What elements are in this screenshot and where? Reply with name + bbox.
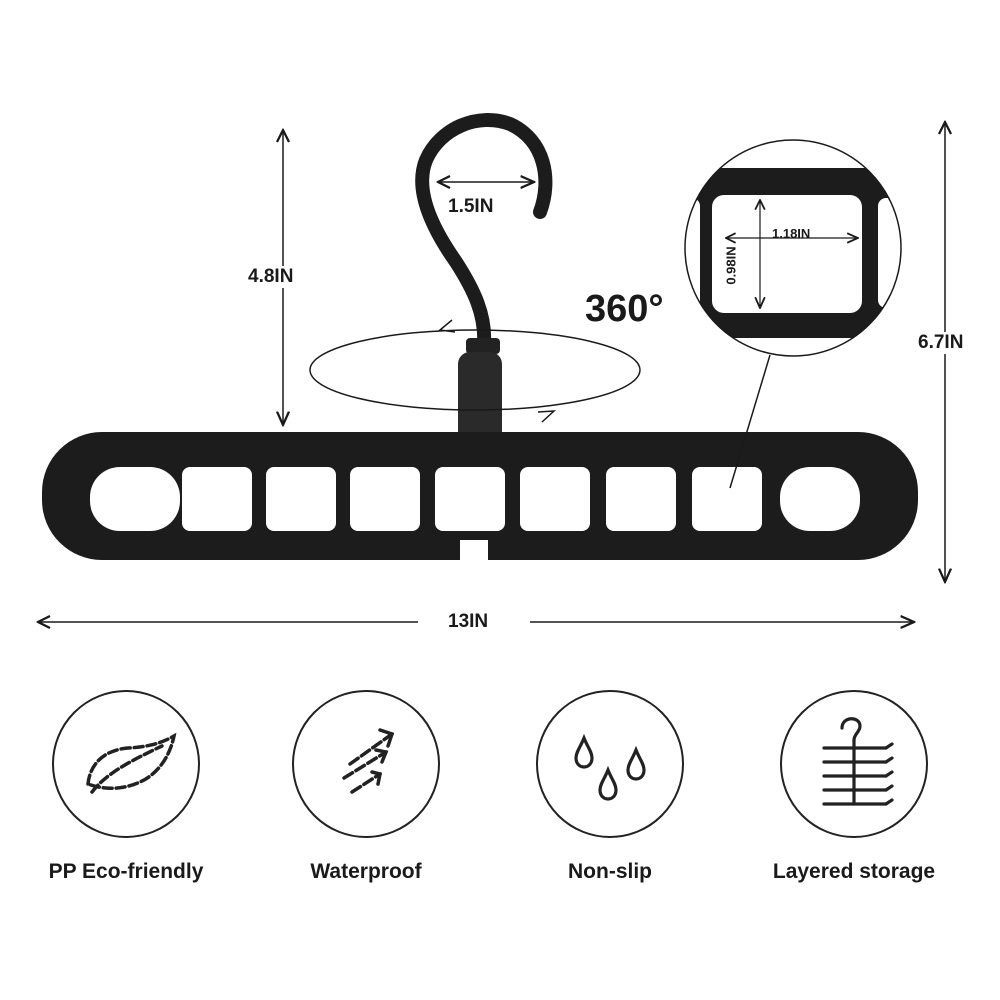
hanger-hole xyxy=(182,467,252,531)
hanger-hole xyxy=(90,467,180,531)
swivel-collar xyxy=(466,338,500,354)
hook-opening-label: 1.5IN xyxy=(448,196,494,217)
hole-width-label: 1.18IN xyxy=(772,226,811,241)
hanger-drawing xyxy=(0,113,1000,660)
leaf-icon xyxy=(86,732,177,794)
feature-nonslip-circle xyxy=(536,690,684,838)
feature-label: Layered storage xyxy=(772,860,936,883)
feature-nonslip: Non-slip xyxy=(510,690,710,884)
swivel-base xyxy=(458,352,502,452)
feature-waterproof: Waterproof xyxy=(266,690,466,884)
feature-layered: Layered storage xyxy=(754,690,954,884)
hanger-hole xyxy=(780,467,860,531)
feature-layered-circle xyxy=(780,690,928,838)
hook-height-label: 4.8IN xyxy=(248,266,294,288)
feature-label: PP Eco-friendly xyxy=(48,860,204,883)
drops-icon xyxy=(574,733,646,801)
rotation-label: 360° xyxy=(585,288,664,330)
hanger-stack-icon xyxy=(822,717,894,806)
zoom-detail xyxy=(684,139,902,357)
feature-label: Waterproof xyxy=(310,860,422,883)
hanger-hole xyxy=(266,467,336,531)
hanger-bar xyxy=(42,432,918,562)
feature-label: Non-slip xyxy=(568,860,652,883)
hole-height-label: 0.98IN xyxy=(723,246,739,285)
hanger-hole xyxy=(520,467,590,531)
hanger-hole xyxy=(692,467,762,531)
feature-eco-circle xyxy=(52,690,200,838)
hanger-hole xyxy=(606,467,676,531)
hook xyxy=(415,113,553,452)
total-height-label: 6.7IN xyxy=(918,332,964,354)
arrows-icon xyxy=(342,728,395,794)
rotation-indicator xyxy=(309,319,641,423)
hanger-hole xyxy=(350,467,420,531)
feature-eco: PP Eco-friendly xyxy=(26,690,226,884)
feature-waterproof-circle xyxy=(292,690,440,838)
hanger-hole xyxy=(435,467,505,531)
total-width-label: 13IN xyxy=(448,611,489,633)
